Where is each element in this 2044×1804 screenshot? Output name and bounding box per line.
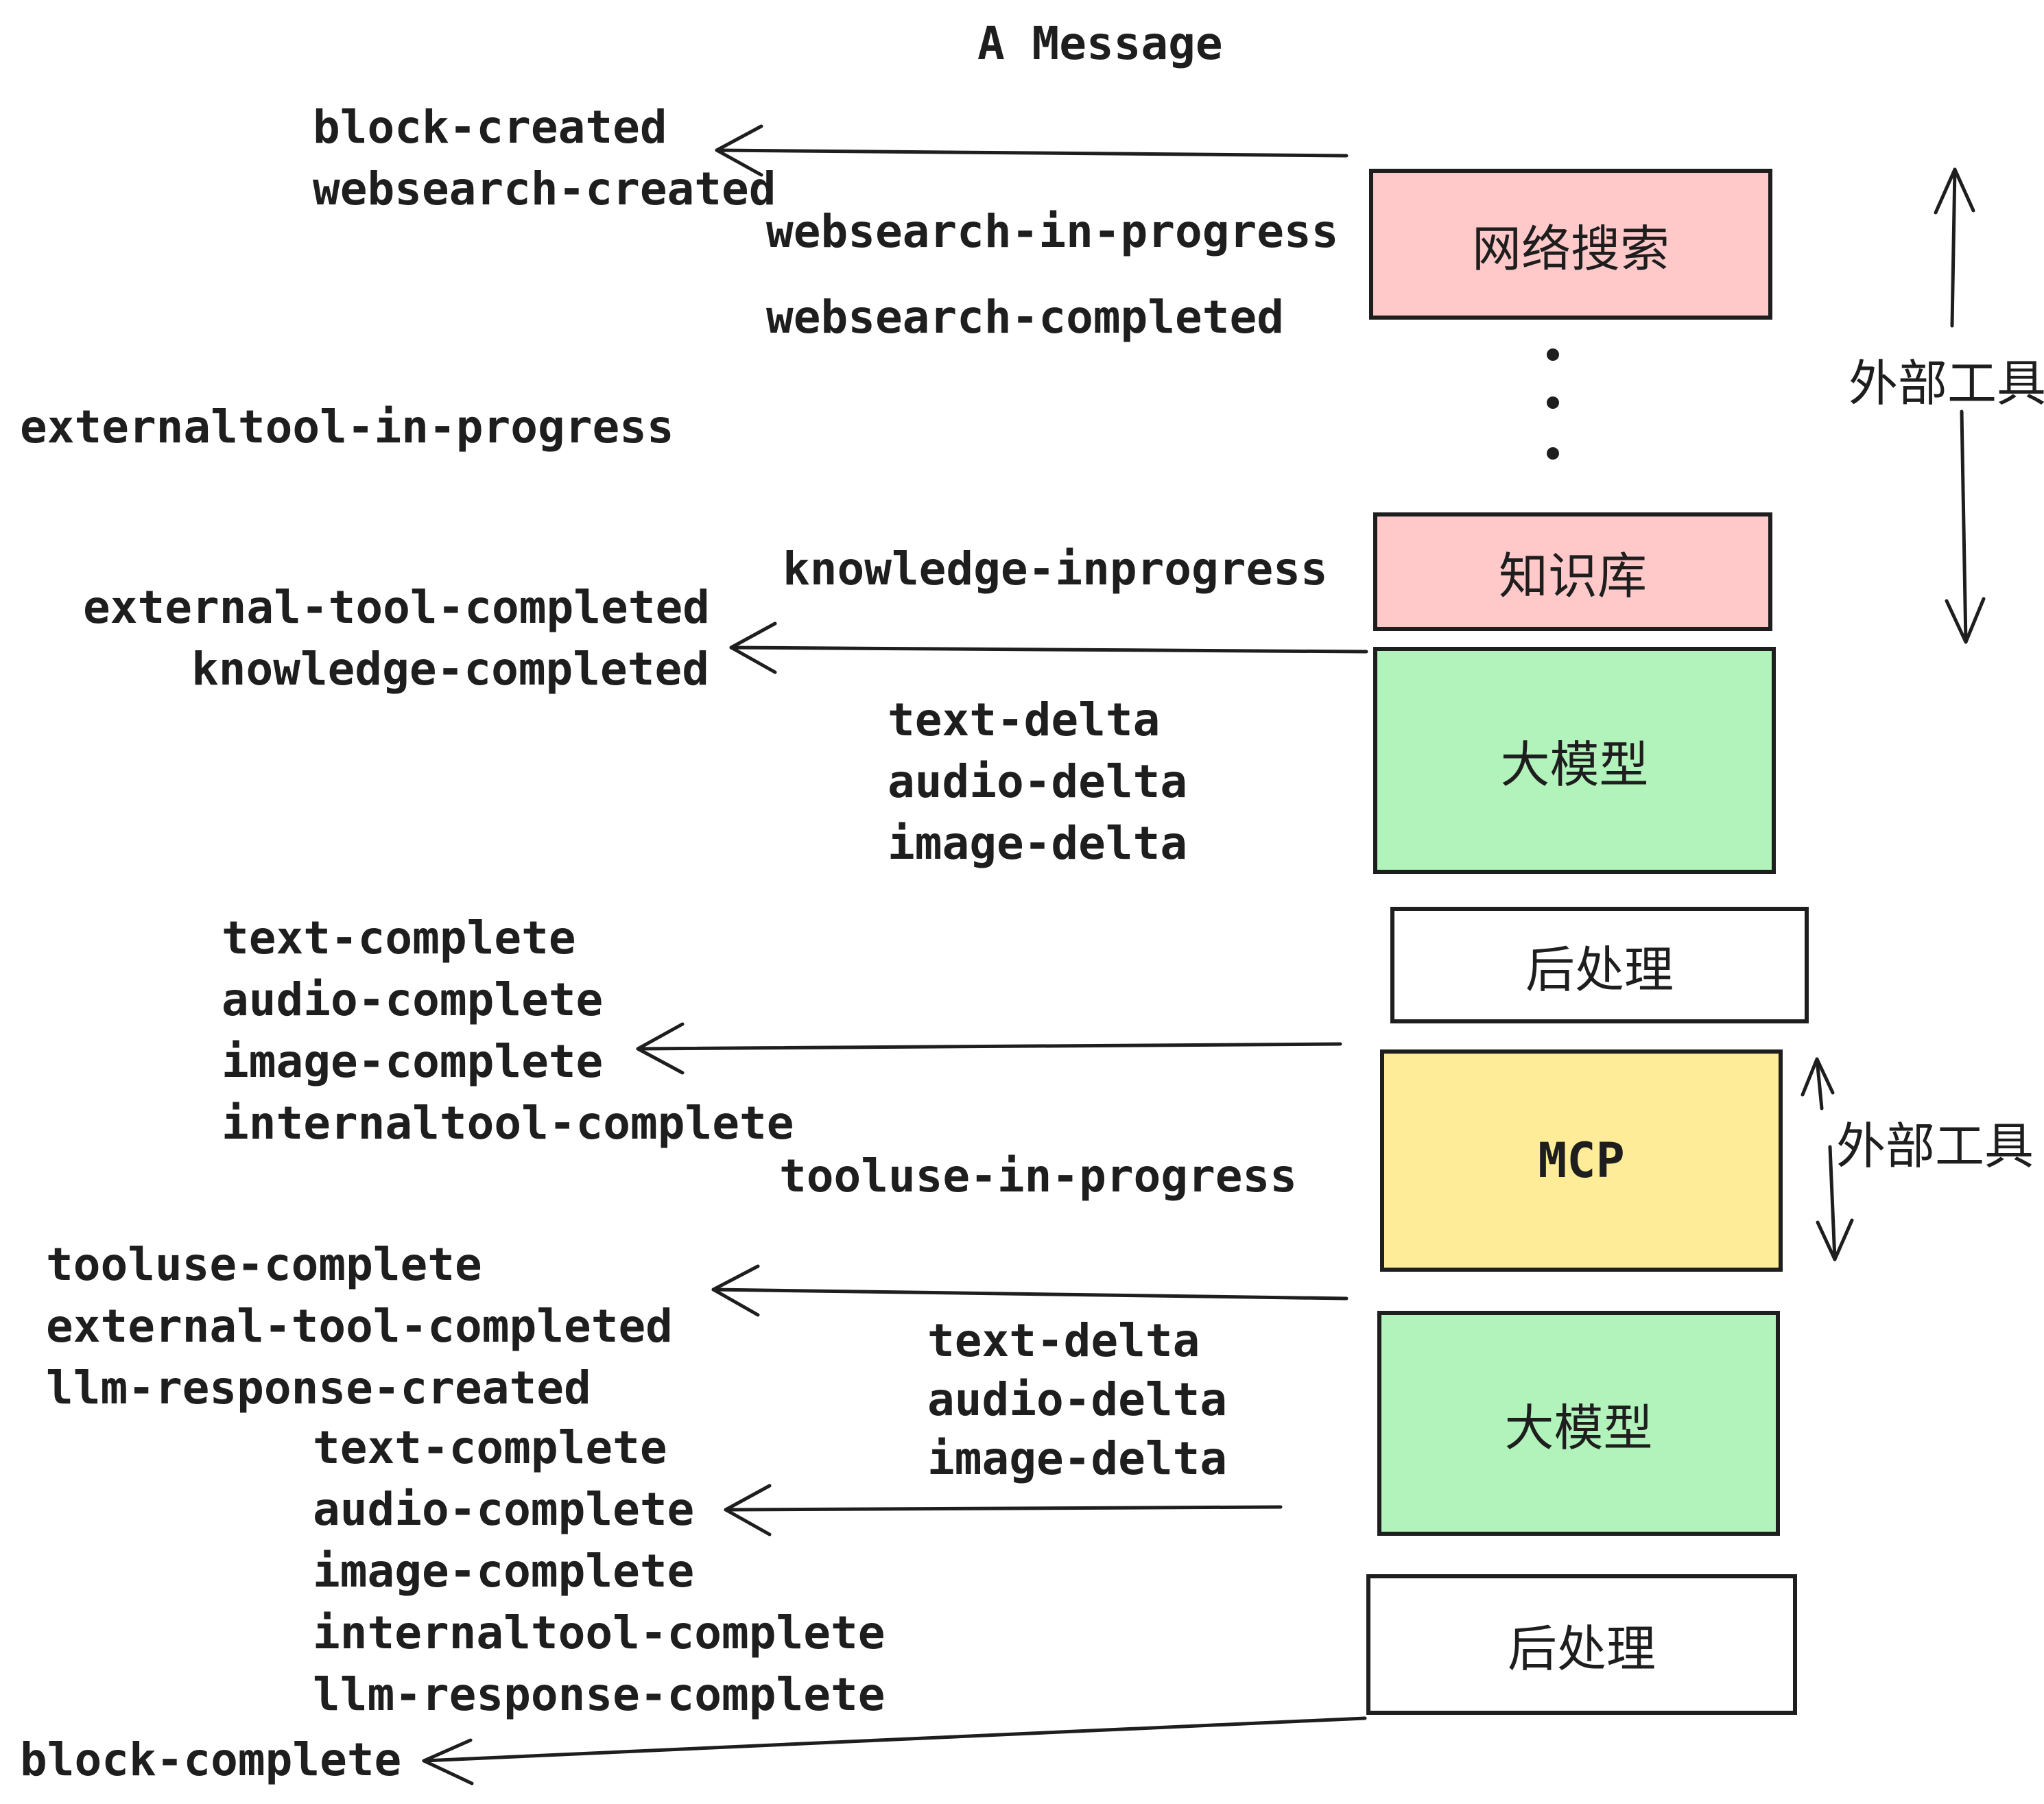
event-label-internaltool-complete: internaltool-complete (222, 1097, 794, 1150)
box-postprocess-2-label: 后处理 (1507, 1620, 1656, 1678)
event-label-block-complete: block-complete (20, 1733, 402, 1786)
event-label-text-complete-2: text-complete (313, 1421, 667, 1474)
event-label-external-tool-completed-2: external-tool-completed (46, 1300, 673, 1353)
box-postprocess-1-label: 后处理 (1525, 940, 1674, 999)
box-mcp: MCP (1380, 1049, 1783, 1272)
box-postprocess-2: 后处理 (1366, 1574, 1797, 1715)
box-knowledge-label: 知识库 (1498, 547, 1647, 605)
arrow-to-websearch-created (715, 124, 1348, 177)
event-label-audio-complete-2: audio-complete (313, 1483, 695, 1536)
external-tools-range-label-1: 外部工具 (1849, 355, 2044, 412)
event-label-websearch-in-progress: websearch-in-progress (766, 205, 1339, 258)
box-llm-2: 大模型 (1377, 1311, 1780, 1536)
ellipsis-dot (1547, 348, 1559, 361)
external-tools-up-arrow (1934, 167, 1975, 328)
arrow-to-image-complete (636, 1022, 1342, 1075)
event-label-externaltool-in-progress: externaltool-in-progress (20, 401, 674, 453)
event-label-text-delta: text-delta (888, 693, 1161, 746)
box-llm-1: 大模型 (1373, 647, 1776, 874)
external-tools-2-up-arrow (1801, 1057, 1835, 1111)
box-knowledge: 知识库 (1373, 512, 1772, 631)
event-label-external-tool-completed: external-tool-completed (83, 581, 710, 634)
ellipsis-dot (1547, 396, 1559, 409)
event-label-websearch-created: websearch-created (313, 163, 776, 215)
event-label-audio-complete: audio-complete (222, 973, 604, 1026)
event-label-image-complete-2: image-complete (313, 1545, 695, 1598)
box-llm-2-label: 大模型 (1504, 1399, 1653, 1457)
arrow-to-audio-complete (724, 1484, 1283, 1536)
box-postprocess-1: 后处理 (1390, 907, 1809, 1023)
external-tools-down-arrow (1945, 410, 1986, 644)
event-label-block-created: block-created (313, 101, 667, 154)
event-label-internaltool-complete-2: internaltool-complete (313, 1606, 886, 1659)
event-label-audio-delta: audio-delta (888, 755, 1188, 808)
event-label-tooluse-complete: tooluse-complete (46, 1238, 482, 1291)
event-label-text-complete: text-complete (222, 912, 576, 964)
event-label-llm-response-complete: llm-response-complete (313, 1668, 886, 1721)
event-label-tooluse-in-progress: tooluse-in-progress (779, 1150, 1297, 1202)
arrow-to-knowledge-completed (729, 621, 1368, 674)
box-llm-1-label: 大模型 (1500, 736, 1649, 794)
external-tools-range-label-2: 外部工具 (1836, 1117, 2034, 1175)
box-mcp-label: MCP (1538, 1132, 1625, 1189)
page-title: A Message (977, 17, 1223, 70)
ellipsis-dot (1547, 447, 1559, 460)
event-label-knowledge-completed: knowledge-completed (191, 643, 709, 696)
event-label-image-delta-2: image-delta (927, 1432, 1228, 1485)
arrow-to-block-complete (422, 1716, 1367, 1785)
event-label-llm-response-created: llm-response-created (46, 1362, 591, 1414)
event-label-image-complete: image-complete (222, 1035, 604, 1088)
box-websearch-label: 网络搜索 (1471, 219, 1669, 278)
event-label-websearch-completed: websearch-completed (766, 291, 1284, 344)
arrow-to-external-tool-completed (711, 1264, 1348, 1317)
box-websearch: 网络搜索 (1369, 169, 1772, 320)
event-label-audio-delta-2: audio-delta (927, 1373, 1228, 1426)
event-label-text-delta-2: text-delta (927, 1314, 1200, 1367)
event-label-knowledge-inprogress: knowledge-inprogress (783, 543, 1328, 595)
event-label-image-delta: image-delta (888, 817, 1188, 870)
